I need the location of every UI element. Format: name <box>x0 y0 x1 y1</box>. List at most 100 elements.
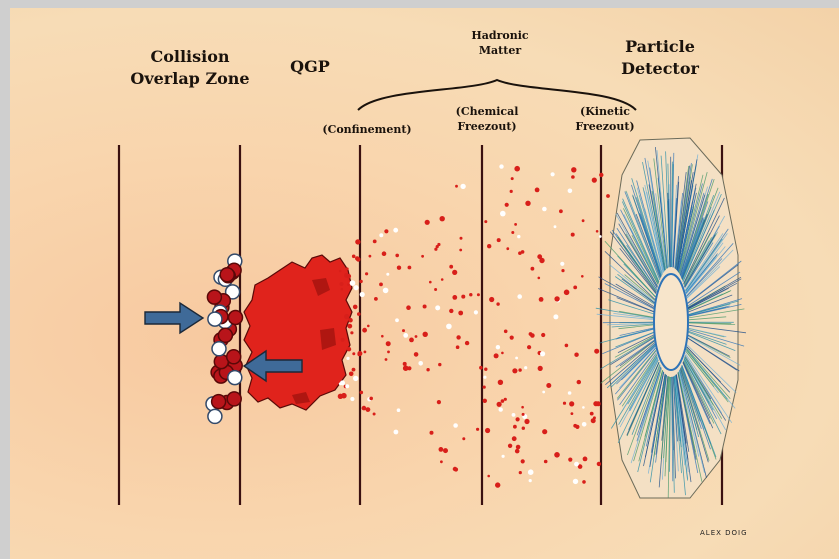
hadron <box>394 430 399 435</box>
hadron <box>352 254 356 258</box>
hadron <box>525 201 530 206</box>
hadron <box>414 352 419 357</box>
hadron <box>521 406 524 409</box>
hadron <box>553 314 558 319</box>
hadron <box>350 331 353 334</box>
nucleon <box>208 312 222 326</box>
hadron <box>537 254 542 259</box>
hadron <box>508 444 512 448</box>
label-chemical-freezout: (Chemical Freezout) <box>442 104 532 134</box>
hadron <box>460 237 463 240</box>
nucleon <box>212 395 226 409</box>
hadron <box>360 292 365 297</box>
label-hadronic-matter: Hadronic Matter <box>455 28 545 58</box>
hadron <box>443 448 448 453</box>
hadron <box>344 314 349 319</box>
hadron <box>571 175 575 179</box>
hadron <box>437 400 441 404</box>
hadron <box>496 302 499 305</box>
hadron <box>453 423 458 428</box>
hadron <box>379 233 383 237</box>
hadron <box>347 274 352 279</box>
hadron <box>568 189 573 194</box>
hadron <box>369 397 373 401</box>
hadron <box>599 235 602 238</box>
hadron <box>345 384 349 388</box>
hadron <box>544 460 548 464</box>
hadron <box>483 399 487 403</box>
hadron <box>348 318 353 323</box>
hadron <box>485 428 490 433</box>
hadron <box>500 211 506 217</box>
hadron <box>571 233 575 237</box>
hadron <box>496 345 500 349</box>
hadron <box>474 310 478 314</box>
hadron <box>546 383 551 388</box>
hadron <box>456 335 460 339</box>
label-collision-overlap-zone: Collision Overlap Zone <box>110 46 270 90</box>
hadron <box>521 250 525 254</box>
hadron <box>421 255 424 258</box>
hadron <box>571 412 574 415</box>
hadron <box>455 185 458 188</box>
hadron <box>386 273 389 276</box>
nucleon <box>208 409 222 423</box>
hadron <box>581 275 584 278</box>
hadron <box>594 349 599 354</box>
hadron <box>510 336 514 340</box>
particle-detector <box>596 138 746 498</box>
hadron <box>429 281 432 284</box>
hadron <box>573 479 578 484</box>
hadron <box>395 254 399 258</box>
label-confinement: (Confinement) <box>312 122 422 137</box>
hadron <box>458 311 463 316</box>
hadron <box>511 177 514 180</box>
hadron <box>592 178 597 183</box>
hadron <box>381 335 384 338</box>
hadron <box>515 449 520 454</box>
hadron <box>349 372 354 377</box>
nucleon <box>228 371 242 385</box>
hadron <box>353 305 358 310</box>
detector-beam-hole <box>654 274 688 370</box>
hadron <box>597 462 601 466</box>
hadron <box>397 408 401 412</box>
arrow-right <box>145 303 203 333</box>
hadron <box>437 243 440 246</box>
hadron <box>350 397 354 401</box>
label-qgp: QGP <box>270 56 350 78</box>
hadron <box>360 391 364 395</box>
hadron <box>425 220 430 225</box>
hadron <box>554 225 557 228</box>
hadron <box>373 413 376 416</box>
hadron <box>571 167 576 172</box>
hadron <box>452 270 457 275</box>
hadron <box>582 480 586 484</box>
hadron <box>501 352 504 355</box>
hadron <box>340 282 344 286</box>
hadron <box>461 295 465 299</box>
hadron <box>357 352 361 356</box>
colliding-nuclei <box>206 254 243 423</box>
hadron <box>347 283 350 286</box>
hadron <box>539 297 544 302</box>
hadron <box>551 172 555 176</box>
hadron <box>354 285 359 290</box>
hadron <box>459 249 462 252</box>
hadron <box>512 368 517 373</box>
hadron <box>502 455 505 458</box>
hadron <box>434 248 437 251</box>
hadron <box>406 305 411 310</box>
label-kinetic-freezout: (Kinetic Freezout) <box>560 104 650 134</box>
hadron <box>516 445 521 450</box>
hadron <box>499 164 503 168</box>
hadron <box>355 239 360 244</box>
hadron <box>513 425 517 429</box>
hadron <box>495 482 500 487</box>
hadron <box>554 452 560 458</box>
hadron <box>393 228 398 233</box>
nucleon <box>212 342 226 356</box>
hadron <box>395 318 399 322</box>
hadron <box>403 362 407 366</box>
